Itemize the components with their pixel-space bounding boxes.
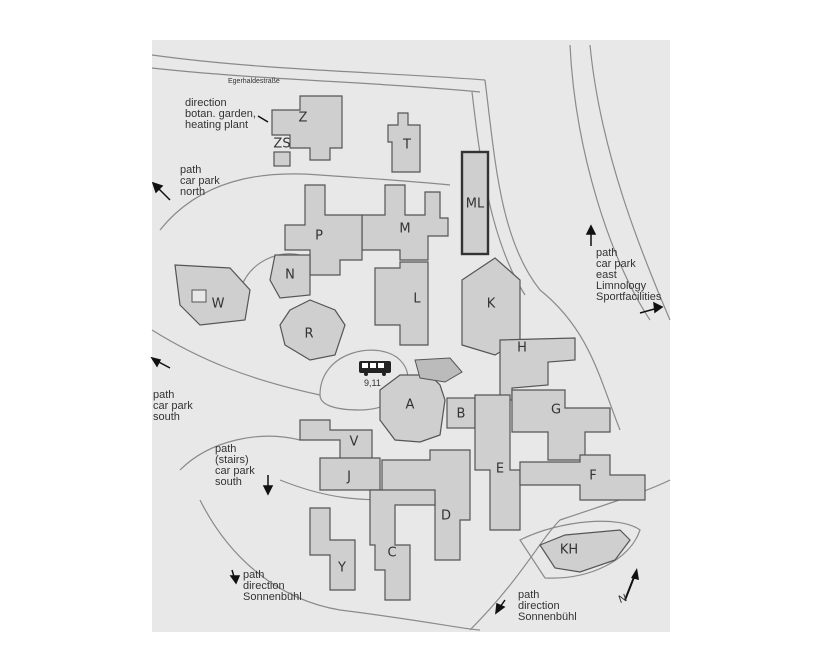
building-label-p: P (315, 228, 323, 244)
building-label-w: W (211, 296, 225, 312)
road-east (484, 79, 621, 431)
arrow-stairs-icon (262, 485, 274, 496)
building-label-j: J (347, 469, 351, 485)
road-far-east (589, 44, 671, 321)
arrow-east-right-icon (653, 301, 664, 314)
road-inner-loop (239, 253, 301, 291)
building-b (446, 397, 476, 429)
building-label-a: A (405, 397, 415, 413)
building-f (519, 454, 646, 501)
building-g (511, 389, 611, 461)
label-east: path car park east Limnology Sportfacili… (596, 247, 662, 303)
label-stairs: path (stairs) car park south (215, 443, 255, 488)
road-far-east-2 (569, 44, 651, 321)
arrow-east-up-icon (585, 224, 597, 235)
building-n (269, 254, 311, 299)
building-label-k: K (486, 296, 496, 312)
building-label-ml: ML (465, 196, 485, 212)
building-e (474, 394, 521, 531)
label-south: path car park south (153, 389, 193, 423)
road-south-loop (179, 435, 301, 471)
building-label-kh: KH (559, 542, 579, 558)
building-label-d: D (440, 508, 452, 524)
road-southeast (469, 479, 671, 631)
building-c (369, 489, 436, 601)
compass-icon (624, 568, 639, 601)
building-label-l: L (413, 291, 421, 307)
building-w-courtyard (191, 289, 207, 303)
building-label-e: E (495, 461, 505, 477)
road-north-loop (159, 173, 451, 231)
building-label-m: M (399, 221, 411, 237)
road-kh-loop (519, 520, 641, 579)
arrow-botan (257, 115, 269, 123)
arrow-sonnen-right-icon (495, 602, 506, 615)
arrow-sonnen-left-icon (229, 575, 241, 585)
building-label-f: F (589, 468, 597, 484)
building-label-b: B (456, 406, 466, 422)
road-southwest (199, 499, 481, 631)
arrow-north-icon (151, 181, 164, 194)
road-egerhalde (151, 54, 486, 81)
building-label-r: R (304, 326, 314, 342)
building-z (271, 95, 343, 161)
building-label-c: C (387, 545, 397, 561)
building-label-z: Z (298, 110, 308, 126)
building-label-zs: ZS (273, 136, 291, 152)
building-zs (273, 151, 291, 167)
building-w (174, 264, 251, 326)
building-p (284, 184, 363, 276)
building-label-y: Y (338, 560, 346, 576)
building-label-h: H (517, 340, 527, 356)
road-egerhalde-2 (151, 67, 481, 93)
hatched-area (414, 357, 463, 383)
building-y (309, 507, 356, 591)
street-label: Egerhaldestraße (228, 78, 280, 85)
building-label-n: N (285, 267, 295, 283)
bus-lines: 9,11 (364, 378, 381, 388)
building-l (374, 261, 429, 346)
bus-icon (359, 361, 391, 376)
building-label-t: T (403, 137, 411, 153)
label-north: path car park north (180, 164, 220, 198)
road-west (151, 329, 321, 396)
label-sonnen-right: path direction Sonnenbühl (518, 589, 577, 623)
label-botan: direction botan. garden, heating plant (185, 97, 256, 131)
arrow-south-icon (150, 356, 162, 368)
building-t (387, 112, 421, 173)
building-label-v: V (349, 434, 359, 450)
building-ml (460, 150, 490, 256)
building-kh (539, 529, 631, 573)
building-r (279, 299, 346, 361)
building-a (379, 374, 446, 443)
building-label-g: G (550, 402, 562, 418)
label-sonnen-left: path direction Sonnenbühl (243, 569, 302, 603)
